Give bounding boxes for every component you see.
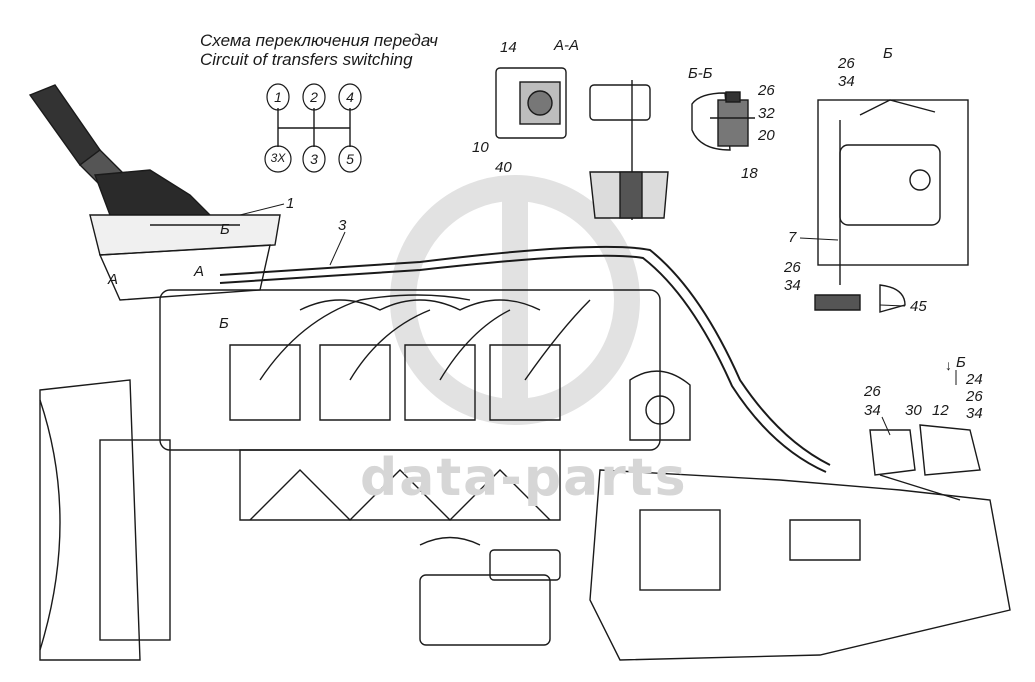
callout-1: 1 <box>286 195 295 212</box>
shift-housing <box>89 214 281 301</box>
section-a-a <box>495 67 669 220</box>
watermark-logo <box>390 175 640 425</box>
leader-lines <box>239 203 957 436</box>
callout-45: 45 <box>910 298 927 315</box>
callout-7: 7 <box>788 229 797 246</box>
flywheel-housing <box>39 379 171 661</box>
gearbox-housing <box>589 370 1011 661</box>
section-aa-title: А-А <box>554 37 580 54</box>
callout-26-view-top: 26 <box>838 55 855 72</box>
gear-4-label: 4 <box>346 89 354 105</box>
gear-1-label: 1 <box>274 89 282 105</box>
view-b-detail <box>814 99 969 313</box>
callout-18: 18 <box>741 165 758 182</box>
control-rod <box>219 245 831 473</box>
gear-shift-lever <box>28 84 212 216</box>
callout-26-bb: 26 <box>758 82 775 99</box>
callout-10: 10 <box>472 139 489 156</box>
callout-34-right: 34 <box>966 405 983 422</box>
callout-26-right: 26 <box>966 388 983 405</box>
starter-motor <box>419 536 561 646</box>
arrow-b-marker: Б <box>956 354 966 371</box>
callout-3: 3 <box>338 217 347 234</box>
callout-20: 20 <box>758 127 775 144</box>
gear-3-label: 3 <box>310 151 318 167</box>
callout-32: 32 <box>758 105 775 122</box>
title-russian: Схема переключения передач <box>200 31 438 50</box>
callout-34-view: 34 <box>784 277 801 294</box>
callout-40: 40 <box>495 159 512 176</box>
gear-circles <box>264 83 362 173</box>
callout-24: 24 <box>966 371 983 388</box>
fuel-lines <box>259 294 591 381</box>
watermark-text: data-parts <box>360 448 688 508</box>
callout-26-view: 26 <box>784 259 801 276</box>
section-b-b <box>691 91 755 151</box>
marker-b-2: Б <box>219 315 229 332</box>
view-b-title: Б <box>883 45 893 62</box>
callout-34-lower: 34 <box>864 402 881 419</box>
engine-block <box>159 289 661 521</box>
section-bb-title: Б-Б <box>688 65 713 82</box>
callout-34-view-top: 34 <box>838 73 855 90</box>
title-english: Circuit of transfers switching <box>200 50 413 69</box>
direction-arrow-icon: ↓ <box>945 357 952 373</box>
callout-14: 14 <box>500 39 517 56</box>
gear-2-label: 2 <box>310 89 318 105</box>
marker-a-2: А <box>194 263 205 280</box>
callout-12: 12 <box>932 402 949 419</box>
marker-b-1: Б <box>220 221 230 238</box>
callout-30: 30 <box>905 402 922 419</box>
shift-mechanism-lower <box>869 424 981 501</box>
marker-a-1: А <box>108 271 119 288</box>
gear-shift-pattern <box>277 108 351 147</box>
callout-26-lower: 26 <box>864 383 881 400</box>
gear-5-label: 5 <box>346 151 354 167</box>
gear-3x-label: 3X <box>270 151 286 165</box>
